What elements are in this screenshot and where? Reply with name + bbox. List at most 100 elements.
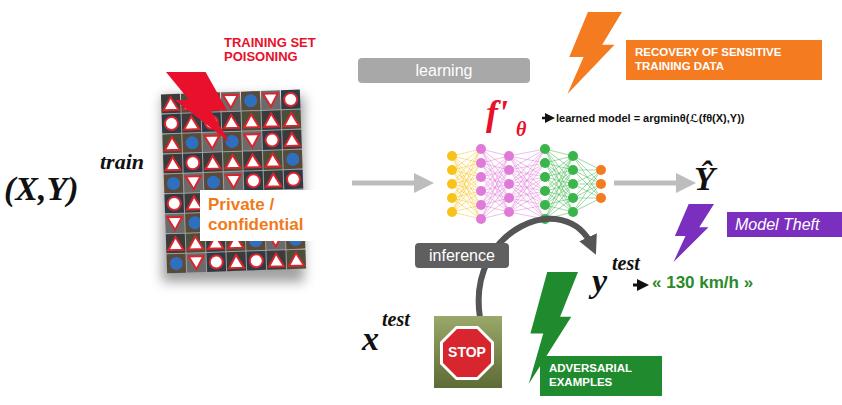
network-neuron xyxy=(504,193,514,203)
prohibitory-sign xyxy=(287,173,300,186)
sign-thumbnail xyxy=(163,154,183,174)
image-shadow xyxy=(162,96,304,282)
network-neuron xyxy=(447,193,457,203)
warning-sign xyxy=(164,137,179,151)
flow-arrow xyxy=(352,181,424,186)
node-label: Model Theft xyxy=(735,215,834,234)
network-neuron xyxy=(447,151,457,161)
sign-background xyxy=(206,252,226,272)
yield-sign xyxy=(167,217,182,231)
warning-sign xyxy=(165,157,180,171)
sign-background xyxy=(166,254,186,274)
network-neuron xyxy=(476,144,486,154)
network-neuron xyxy=(568,165,578,175)
node-label: learning xyxy=(366,61,522,80)
warning-sign xyxy=(245,154,260,168)
sign-thumbnail xyxy=(261,90,281,110)
lightning-bolt xyxy=(166,72,229,142)
prohibitory-sign xyxy=(265,133,278,146)
math-superscript: train xyxy=(100,150,144,174)
training-image-grid xyxy=(161,90,306,274)
warning-sign xyxy=(266,173,281,187)
sign-background xyxy=(165,214,185,234)
sign-background xyxy=(243,151,263,171)
sign-thumbnail xyxy=(282,110,302,130)
sign-thumbnail xyxy=(246,251,266,271)
warning-sign xyxy=(284,133,299,147)
network-neuron xyxy=(476,158,486,168)
sign-background xyxy=(163,154,183,174)
sign-thumbnail xyxy=(281,90,301,110)
sign-thumbnail xyxy=(182,133,202,153)
network-neuron xyxy=(568,179,578,189)
network-link xyxy=(509,149,545,212)
network-neuron xyxy=(568,151,578,161)
network-neuron xyxy=(447,179,457,189)
mandatory-sign xyxy=(225,135,238,148)
warning-sign xyxy=(225,155,240,169)
mandatory-sign xyxy=(207,175,220,188)
yield-sign xyxy=(189,256,204,270)
network-neuron xyxy=(504,179,514,189)
sign-background xyxy=(223,152,243,172)
sign-thumbnail xyxy=(161,94,181,114)
inference-arrow xyxy=(479,219,592,318)
sign-background xyxy=(283,150,303,170)
sign-thumbnail xyxy=(242,131,262,151)
sign-background xyxy=(264,170,284,190)
sign-background xyxy=(224,172,244,192)
sign-thumbnail xyxy=(166,254,186,274)
math-symbol: Ŷ xyxy=(694,160,715,197)
sign-thumbnail xyxy=(166,234,186,254)
math-subscript: θ xyxy=(516,118,526,140)
warning-sign xyxy=(244,114,259,128)
network-neuron xyxy=(476,200,486,210)
network-link xyxy=(509,163,545,212)
sign-background xyxy=(164,194,184,214)
yield-sign xyxy=(204,135,219,149)
sign-background xyxy=(244,171,264,191)
sign-thumbnail xyxy=(226,252,246,272)
network-neuron xyxy=(504,165,514,175)
network-link xyxy=(573,156,601,198)
network-link xyxy=(509,149,545,184)
arrow-glyph xyxy=(633,284,643,287)
mandatory-sign xyxy=(170,257,183,270)
flow-arrow xyxy=(614,181,686,186)
network-neuron xyxy=(568,193,578,203)
sign-background xyxy=(226,252,246,272)
prohibitory-sign xyxy=(210,255,223,268)
prohibitory-sign xyxy=(247,174,260,187)
network-neuron xyxy=(476,186,486,196)
attack-box: ADVERSARIAL EXAMPLES xyxy=(540,356,662,396)
sign-background xyxy=(183,153,203,173)
network-link xyxy=(509,191,545,212)
node-label: Private / confidential xyxy=(208,195,332,236)
process-label-box: inference xyxy=(415,243,509,268)
sign-thumbnail xyxy=(224,172,244,192)
attack-box: RECOVERY OF SENSITIVE TRAINING DATA xyxy=(626,40,822,80)
sign-thumbnail xyxy=(186,253,206,273)
mandatory-sign xyxy=(167,177,180,190)
sign-background xyxy=(242,131,262,151)
lightning-bolt xyxy=(567,12,622,94)
sign-thumbnail xyxy=(284,170,304,190)
network-neuron xyxy=(540,158,550,168)
network-neuron xyxy=(447,165,457,175)
sign-background xyxy=(203,152,223,172)
warning-sign xyxy=(264,113,279,127)
attack-title: TRAINING SET POISONING xyxy=(224,36,342,65)
node-label: RECOVERY OF SENSITIVE TRAINING DATA xyxy=(635,46,813,74)
prohibitory-sign xyxy=(284,93,297,106)
network-neuron xyxy=(504,207,514,217)
sign-background xyxy=(266,250,286,270)
attack-box: Model Theft xyxy=(727,212,842,237)
warning-sign xyxy=(168,237,183,251)
yield-sign xyxy=(226,175,241,189)
sign-thumbnail xyxy=(263,150,283,170)
network-neuron xyxy=(596,165,606,175)
sign-thumbnail xyxy=(262,110,282,130)
sign-thumbnail xyxy=(183,153,203,173)
sign-thumbnail xyxy=(282,130,302,150)
sign-thumbnail xyxy=(286,249,306,269)
